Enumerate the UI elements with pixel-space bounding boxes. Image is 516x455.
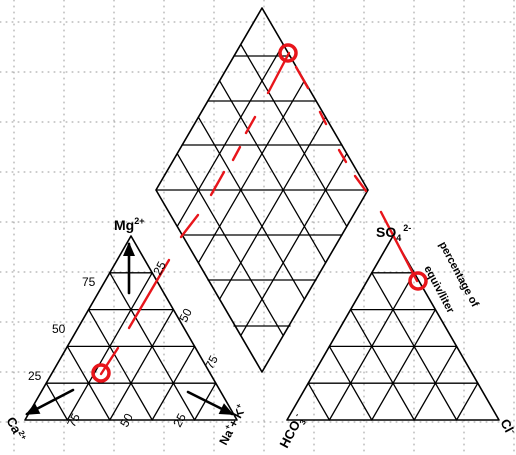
cation-triangle-grid-line — [109, 308, 175, 421]
mg-apex-label: Mg2+ — [114, 216, 144, 233]
mg-arrow-icon-head — [123, 242, 135, 256]
cl-right-label: Cl- — [497, 416, 516, 437]
anion-triangle-outline — [286, 235, 500, 421]
cation-triangle-outline — [24, 235, 238, 421]
diamond-grid-line — [197, 116, 306, 300]
highlight-segment — [337, 148, 348, 164]
sample-highlights — [91, 43, 428, 383]
left-tick-50: 50 — [52, 322, 66, 336]
ca-arrow-icon-head — [25, 403, 41, 415]
left-tick-25: 25 — [28, 369, 42, 383]
highlight-segment — [127, 258, 171, 330]
diamond-grid-line — [197, 80, 306, 264]
bottom-tick-75: 75 — [64, 411, 83, 430]
anion-triangle-grid-line — [307, 382, 331, 421]
anion-triangle-grid-line — [371, 308, 437, 421]
right-tick-50: 50 — [176, 306, 195, 325]
cation-triangle-grid-line — [109, 272, 196, 421]
direction-arrows — [25, 242, 234, 416]
diamond-grid-line — [240, 152, 348, 337]
right-tick-75: 75 — [202, 353, 221, 372]
ca-left-label: Ca2+ — [3, 414, 28, 444]
highlight-segment — [318, 110, 328, 126]
anion-triangle-grid-line — [455, 382, 479, 421]
diamond-grid-line — [218, 80, 327, 264]
anion-triangle-grid-line — [349, 308, 415, 421]
cation-triangle-grid-line — [87, 308, 153, 421]
diamond-outline — [155, 7, 369, 373]
hco3-left-label: HCO3- — [276, 411, 309, 452]
na-k-arrow-icon-head — [218, 403, 234, 415]
highlight-segment — [99, 346, 120, 376]
anion-sample-marker — [408, 271, 428, 291]
highlight-segment — [179, 213, 200, 239]
diamond-grid-line — [240, 43, 348, 228]
highlight-segment — [209, 170, 226, 197]
highlight-segment — [244, 115, 257, 135]
cation-sample-marker — [91, 363, 111, 383]
na-k-right-label: Na++ K+ — [215, 401, 249, 447]
so4-apex-label: SO42- — [376, 223, 411, 243]
cation-triangle-grid-line — [45, 382, 69, 421]
highlight-segment — [231, 145, 242, 162]
anion-triangle-grid-line — [371, 272, 458, 421]
highlight-segment — [294, 65, 310, 90]
cation-triangle-grid-line — [66, 272, 153, 421]
diamond-grid-line — [176, 43, 284, 228]
highlight-segment — [353, 174, 368, 193]
right-tick-25: 25 — [150, 259, 169, 278]
anion-triangle — [286, 235, 500, 421]
central-diamond — [155, 7, 369, 373]
bottom-tick-25: 25 — [170, 411, 189, 430]
anion-triangle-grid-line — [328, 272, 415, 421]
highlight-segment — [379, 210, 419, 283]
bottom-tick-50: 50 — [117, 411, 136, 430]
diamond-grid-line — [218, 116, 327, 300]
diamond-sample-marker — [278, 43, 298, 63]
diamond-grid-line — [176, 152, 284, 337]
left-tick-75: 75 — [82, 275, 96, 289]
